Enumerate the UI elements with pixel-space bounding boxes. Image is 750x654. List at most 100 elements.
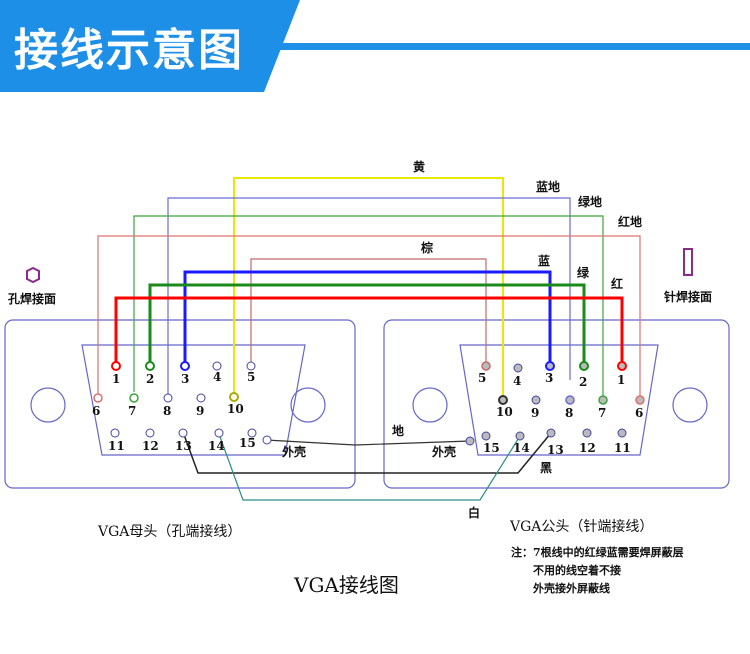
male-pin-14 xyxy=(515,431,525,441)
wire-green xyxy=(148,283,586,366)
female-caption: VGA母头（孔端接线） xyxy=(97,523,241,540)
male-pin-2 xyxy=(579,361,589,371)
wire-shell-ground xyxy=(265,439,471,446)
male-pin-10 xyxy=(498,395,508,405)
male-pin-6 xyxy=(635,395,645,405)
note-line-2: 不用的线空着不接 xyxy=(533,563,621,577)
male-pin-number: 4 xyxy=(513,374,521,388)
female-face-label: 孔焊接面 xyxy=(8,291,56,306)
white-wire-label: 白 xyxy=(468,505,480,520)
female-pin-number: 2 xyxy=(146,372,154,386)
male-connector-shell xyxy=(459,344,659,456)
male-pin-13 xyxy=(546,428,556,438)
male-face-label: 针焊接面 xyxy=(664,289,712,304)
female-pin-number: 4 xyxy=(213,370,221,384)
male-pin-number: 7 xyxy=(598,406,606,420)
male-pin-number: 9 xyxy=(531,406,539,420)
note-line-1: 注：7根线中的红绿蓝需要焊屏蔽层 xyxy=(511,545,684,559)
wire-blue xyxy=(183,270,552,366)
female-pin-number: 13 xyxy=(175,439,192,453)
male-mount-hole-left xyxy=(412,387,448,423)
female-connector-shell xyxy=(81,344,306,456)
female-pin-number: 1 xyxy=(112,372,120,386)
diagram-title: VGA接线图 xyxy=(293,573,399,597)
male-pin-number: 5 xyxy=(478,371,486,385)
banner-bar xyxy=(0,43,750,50)
ground-label: 地 xyxy=(392,423,404,438)
male-pin-number: 3 xyxy=(545,371,553,385)
wire-white xyxy=(218,433,521,501)
female-pin-number: 5 xyxy=(247,370,255,384)
male-pin-number: 13 xyxy=(547,443,564,457)
female-mount-hole-right xyxy=(290,387,326,423)
female-pin-12 xyxy=(145,428,155,438)
female-pin-number: 9 xyxy=(196,404,204,418)
male-pin-4 xyxy=(513,363,523,373)
male-pin-number: 15 xyxy=(483,441,500,455)
wire-label-red-ground: 红地 xyxy=(618,214,642,229)
female-connector-body xyxy=(4,319,356,489)
wire-labels: 黄 蓝地 绿地 红地 棕 蓝 绿 红 外壳 外壳 地 黑 白 xyxy=(282,159,642,520)
wire-label-blue: 蓝 xyxy=(538,253,550,268)
male-pin-8 xyxy=(565,395,575,405)
female-pin-15 xyxy=(247,428,257,438)
female-pin-number: 11 xyxy=(108,439,125,453)
male-pin-3 xyxy=(545,361,555,371)
page-title: 接线示意图 xyxy=(14,25,244,76)
female-pin-3 xyxy=(180,361,190,371)
male-pin-number: 10 xyxy=(496,405,513,419)
male-pin-1 xyxy=(617,361,627,371)
male-shell-pin xyxy=(465,436,475,446)
female-pin-9 xyxy=(196,393,206,403)
male-pin-number: 1 xyxy=(617,373,625,387)
female-pin-1 xyxy=(111,361,121,371)
male-pin-number: 14 xyxy=(513,441,530,455)
female-pin-13 xyxy=(178,428,188,438)
female-pin-6 xyxy=(93,393,103,403)
male-mount-hole-right xyxy=(672,387,708,423)
banner-tab xyxy=(0,0,300,92)
male-pin-number: 6 xyxy=(635,406,643,420)
female-pin-4 xyxy=(212,361,222,371)
female-pin-number: 15 xyxy=(239,436,256,450)
wire-brown xyxy=(250,258,487,366)
black-wire-label: 黑 xyxy=(540,461,552,475)
wire-red-ground xyxy=(97,235,641,400)
male-pin-number: 8 xyxy=(565,406,573,420)
female-pin-7 xyxy=(129,393,139,403)
wire-label-green-ground: 绿地 xyxy=(578,194,602,209)
female-face-icon xyxy=(26,266,40,284)
shell-label-male: 外壳 xyxy=(432,444,456,459)
male-pin-9 xyxy=(531,395,541,405)
wire-label-green: 绿 xyxy=(577,265,590,280)
female-pin-number: 8 xyxy=(163,404,171,418)
female-pin-11 xyxy=(110,428,120,438)
male-pin-11 xyxy=(617,428,627,438)
male-pin-12 xyxy=(582,428,592,438)
female-pin-5 xyxy=(246,361,256,371)
female-pin-number: 7 xyxy=(128,404,136,418)
wire-label-red: 红 xyxy=(611,276,623,291)
wire-label-blue-ground: 蓝地 xyxy=(536,179,560,194)
male-pin-5 xyxy=(481,361,491,371)
banner: 接线示意图 xyxy=(0,0,750,120)
male-pin-7 xyxy=(598,395,608,405)
wire-black xyxy=(182,431,552,474)
male-pins xyxy=(465,361,645,446)
wire-label-yellow: 黄 xyxy=(413,159,425,174)
female-pin-2 xyxy=(145,361,155,371)
male-connector-body xyxy=(383,319,730,489)
female-pin-number: 6 xyxy=(92,404,100,418)
female-pin-10 xyxy=(229,392,239,402)
female-pin-8 xyxy=(163,393,173,403)
male-face-icon xyxy=(683,248,693,276)
male-pin-numbers: 5 4 3 2 1 10 9 8 7 6 15 14 13 12 11 xyxy=(478,371,643,457)
female-pins xyxy=(93,361,272,445)
female-pin-number: 12 xyxy=(142,439,159,453)
wire-yellow xyxy=(233,177,504,400)
female-pin-number: 10 xyxy=(227,402,244,416)
male-caption: VGA公头（针端接线） xyxy=(509,518,653,535)
shell-label-female: 外壳 xyxy=(282,444,306,459)
male-pin-number: 12 xyxy=(579,441,596,455)
